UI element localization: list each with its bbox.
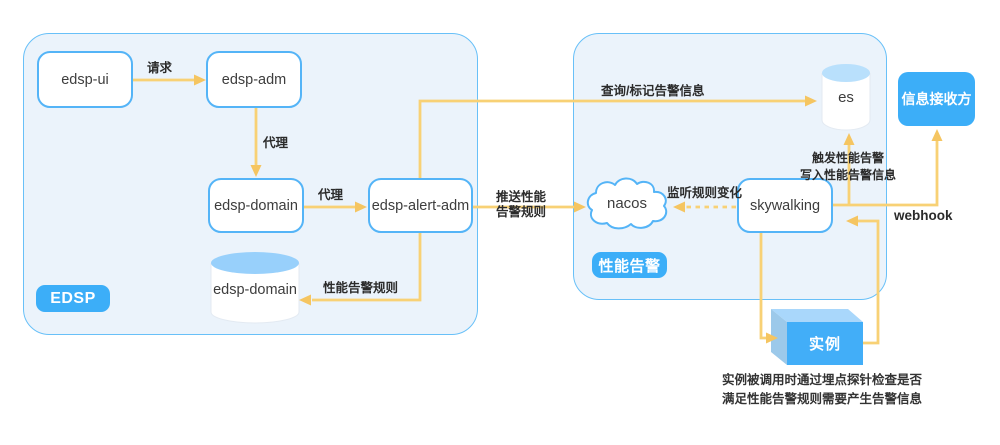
es-label: es: [838, 89, 854, 106]
node-edsp-ui: edsp-ui: [37, 51, 133, 108]
cylinder-shape: [210, 252, 300, 324]
perf-alert-group-badge: 性能告警: [592, 252, 667, 278]
listen-change-label: 监听规则变化: [667, 186, 743, 200]
nacos-label: nacos: [606, 195, 648, 212]
instance-cube-top-face: [771, 309, 863, 322]
node-edsp-alert-adm: edsp-alert-adm: [368, 178, 473, 233]
proxy-vertical-label: 代理: [263, 136, 289, 150]
proxy-horizontal-label: 代理: [318, 188, 344, 202]
es-cylinder: es: [821, 63, 871, 131]
trigger-write-label-line1: 触发性能告警: [811, 151, 884, 165]
edsp-domain-db-label: edsp-domain: [213, 282, 297, 298]
query-mark-label: 查询/标记告警信息: [601, 84, 705, 98]
cylinder-shape: [821, 64, 871, 131]
perf-rule-label: 性能告警规则: [323, 281, 399, 295]
instance-caption: 实例被调用时通过埋点探针检查是否 满足性能告警规则需要产生告警信息: [716, 371, 928, 409]
instance-cube-left-face: [771, 309, 787, 365]
edsp-group-badge: EDSP: [36, 285, 110, 312]
webhook-label: webhook: [894, 208, 953, 223]
push-rules-label-line2: 告警规则: [496, 205, 547, 219]
arrowhead-webhook: [931, 129, 943, 141]
node-skywalking: skywalking: [737, 178, 833, 233]
node-edsp-domain: edsp-domain: [208, 178, 304, 233]
nacos-cloud: nacos: [584, 175, 670, 232]
instance-caption-line2: 满足性能告警规则需要产生告警信息: [721, 392, 922, 406]
message-receiver-box: 信息接收方: [898, 72, 975, 126]
instance-caption-line1: 实例被调用时通过埋点探针检查是否: [721, 373, 922, 387]
push-rules-label: 推送性能 告警规则: [496, 190, 546, 220]
request-label: 请求: [147, 61, 173, 75]
trigger-write-label: 触发性能告警 写入性能告警信息: [786, 150, 910, 183]
edsp-domain-db-cylinder: edsp-domain: [210, 251, 300, 324]
cloud-shape: [586, 177, 668, 230]
node-edsp-adm: edsp-adm: [206, 51, 302, 108]
instance-cube: 实例: [787, 322, 863, 365]
trigger-write-label-line2: 写入性能告警信息: [799, 167, 896, 182]
push-rules-label-line1: 推送性能: [496, 190, 547, 204]
